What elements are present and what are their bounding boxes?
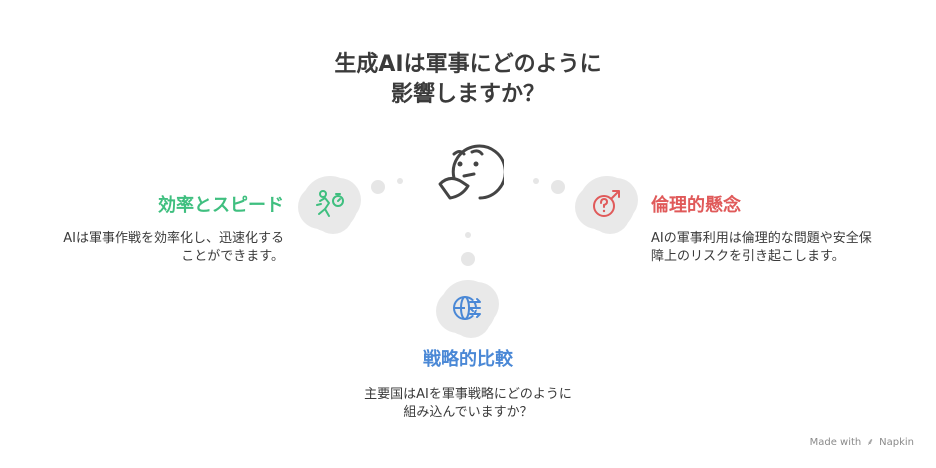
ethics-desc-line-1: AIの軍事利用は倫理的な問題や安全保 [651, 231, 872, 246]
made-with-label: Made with [809, 437, 862, 448]
strategy-description: 主要国はAIを軍事戦略にどのように 組み込んでいますか？ [318, 386, 618, 422]
connector-dot [397, 178, 403, 184]
napkin-logo-icon: ⸙ [866, 437, 874, 448]
made-with-footer[interactable]: Made with ⸙ Napkin [810, 434, 914, 448]
ethics-description: AIの軍事利用は倫理的な問題や安全保 障上のリスクを引き起こします。 [651, 230, 872, 266]
efficiency-description: AIは軍事作戦を効率化し、迅速化する ことができます。 [63, 230, 284, 266]
ethics-heading: 倫理的懸念 [651, 195, 741, 216]
strategy-icon-blob [440, 280, 496, 336]
connector-dot [551, 180, 565, 194]
ethics-icon-blob [579, 176, 635, 232]
running-person-stopwatch-icon [316, 190, 344, 217]
title-line-2: 影響しますか？ [390, 82, 545, 107]
ethics-desc-line-2: 障上のリスクを引き起こします。 [651, 249, 845, 264]
strategy-heading: 戦略的比較 [423, 349, 513, 370]
connector-dot [533, 178, 539, 184]
efficiency-icon-blob [302, 176, 358, 232]
strategy-desc-line-1: 主要国はAIを軍事戦略にどのように [364, 387, 572, 402]
connector-dot [465, 232, 471, 238]
diagram-title: 生成AIは軍事にどのように 影響しますか？ [268, 50, 668, 110]
connector-dot [461, 252, 475, 266]
title-line-1: 生成AIは軍事にどのように [334, 52, 602, 77]
napkin-brand: Napkin [879, 437, 914, 448]
efficiency-desc-line-2: ことができます。 [181, 249, 284, 264]
efficiency-heading: 効率とスピード [158, 195, 284, 216]
connector-dot [371, 180, 385, 194]
globe-arrows-icon [453, 296, 481, 320]
strategy-desc-line-2: 組み込んでいますか？ [403, 405, 533, 420]
thinking-face-icon [438, 144, 504, 200]
question-mark-arrow-icon [593, 190, 620, 217]
efficiency-desc-line-1: AIは軍事作戦を効率化し、迅速化する [63, 231, 284, 246]
